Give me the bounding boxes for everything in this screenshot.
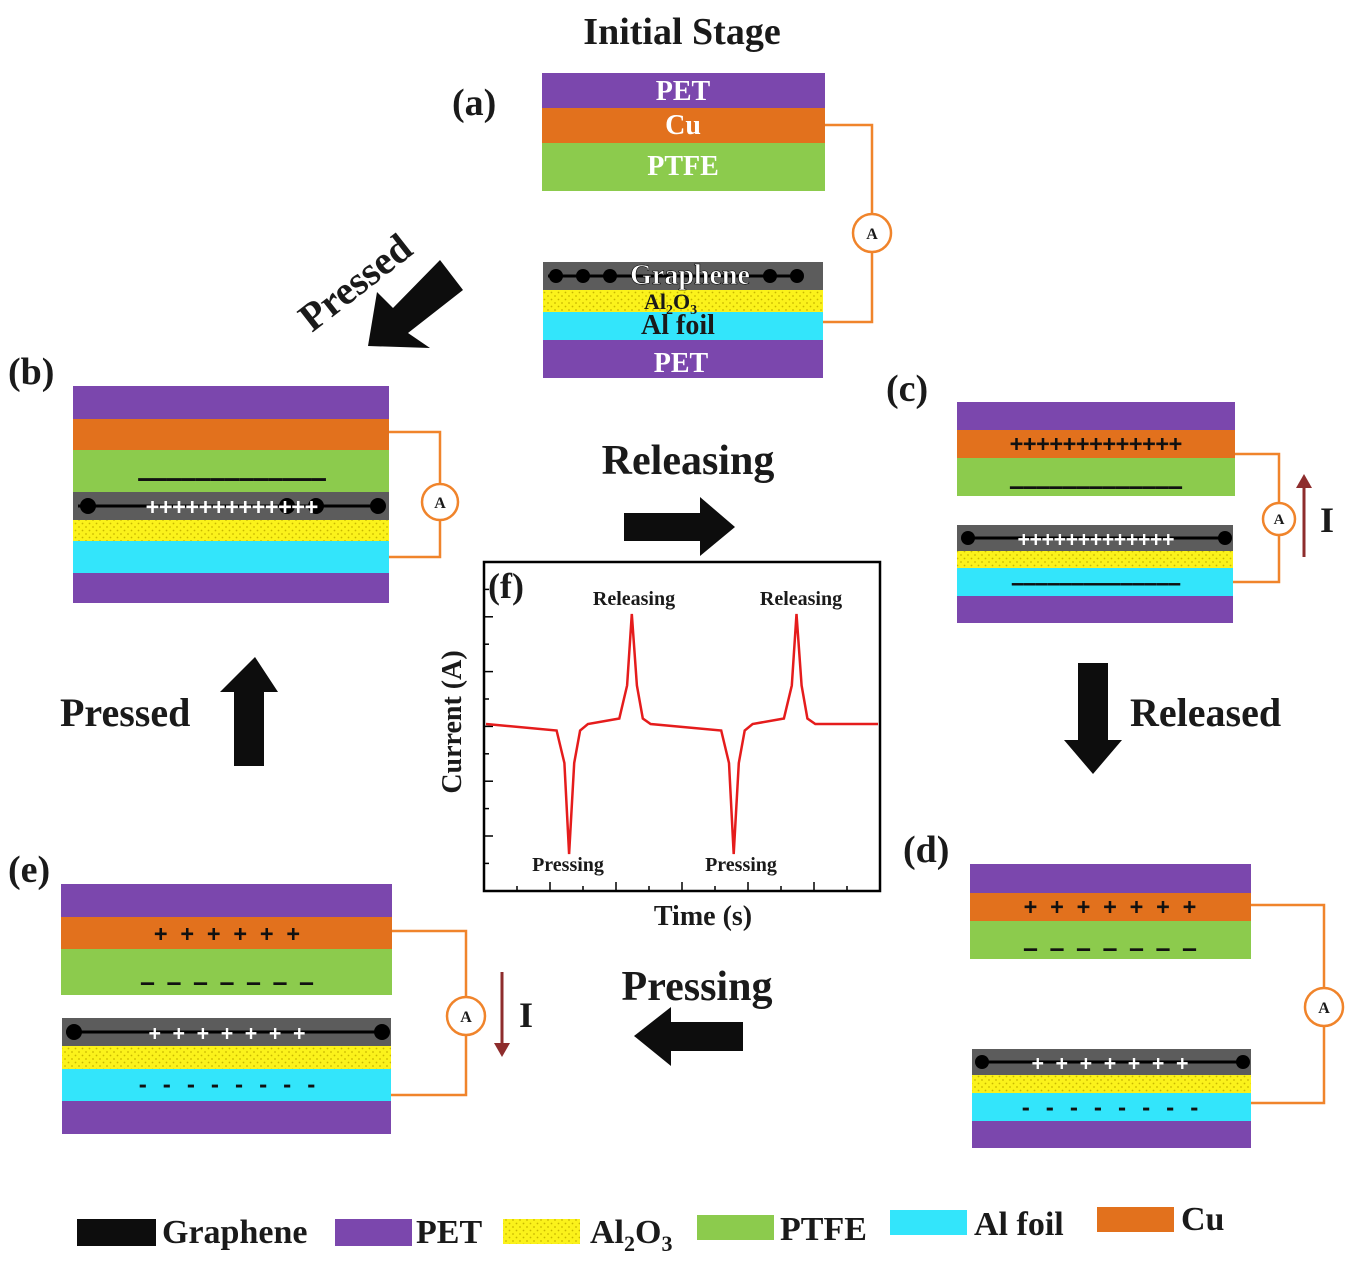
panel-label-b: (b) bbox=[8, 351, 54, 393]
legend: Graphene PET Al2O3 PTFE Al foil Cu bbox=[77, 1201, 1224, 1256]
arrow-pressing-left bbox=[634, 1007, 743, 1066]
charges-d-graphene: + + + + + + + bbox=[1032, 1051, 1189, 1075]
legend-swatch-ptfe bbox=[697, 1215, 774, 1240]
panel-c-device bbox=[957, 402, 1235, 623]
ammeter-e: A bbox=[460, 1009, 472, 1026]
current-arrow-e bbox=[494, 972, 510, 1057]
legend-swatch-al-foil bbox=[890, 1210, 967, 1235]
current-arrow-c bbox=[1296, 474, 1312, 557]
label-cu: Cu bbox=[665, 110, 701, 141]
step-released: Released bbox=[1130, 690, 1281, 735]
current-label-e: I bbox=[519, 995, 533, 1035]
arrow-released-down bbox=[1064, 663, 1122, 774]
annotation-pressing-2: Pressing bbox=[705, 854, 777, 876]
panel-e-device bbox=[61, 884, 392, 1134]
chart-ticks bbox=[484, 588, 848, 891]
charges-e-graphene: + + + + + + + bbox=[149, 1021, 306, 1045]
panel-label-c: (c) bbox=[886, 368, 928, 410]
layer-pet-bottom bbox=[543, 340, 823, 378]
panel-label-f: (f) bbox=[488, 566, 524, 606]
panel-b-circuit bbox=[389, 430, 460, 559]
layer-al-foil bbox=[543, 312, 823, 340]
arrow-pressed-diagonal bbox=[368, 260, 463, 348]
charges-e-ptfe: – – – – – – – bbox=[141, 971, 314, 996]
charges-d-ptfe: – – – – – – – bbox=[1024, 937, 1197, 962]
charges-d-cu: + + + + + + + bbox=[1024, 895, 1196, 920]
panel-label-e: (e) bbox=[8, 849, 50, 891]
ammeter-a: A bbox=[866, 226, 878, 243]
label-pet-bottom: PET bbox=[654, 348, 709, 379]
legend-swatch-al2o3 bbox=[503, 1219, 580, 1244]
panel-d-circuit bbox=[1251, 903, 1345, 1105]
y-axis-label: Current (A) bbox=[437, 650, 468, 793]
panel-a-device: PET Cu PTFE Graphene Al2O3 Al foil PET bbox=[542, 73, 825, 379]
ammeter-b: A bbox=[434, 495, 446, 512]
annotation-pressing-1: Pressing bbox=[532, 854, 604, 876]
charges-b-ptfe: ––––––––––––– bbox=[138, 464, 326, 492]
charges-c-al: –––––––––––––– bbox=[1012, 571, 1182, 595]
annotation-releasing-1: Releasing bbox=[593, 588, 675, 610]
charges-e-al: - - - - - - - - bbox=[137, 1073, 318, 1097]
step-releasing: Releasing bbox=[602, 438, 775, 484]
layer-cu bbox=[542, 108, 825, 143]
legend-label-al2o3: Al2O3 bbox=[590, 1214, 672, 1256]
charges-d-al: - - - - - - - - bbox=[1020, 1096, 1201, 1120]
charges-c-ptfe: ––––––––––––– bbox=[1010, 475, 1183, 500]
charges-b-graphene: +++++++++++++ bbox=[146, 495, 318, 520]
panel-label-a: (a) bbox=[452, 82, 496, 124]
legend-label-al-foil: Al foil bbox=[974, 1206, 1064, 1243]
legend-swatch-cu bbox=[1097, 1207, 1174, 1232]
label-graphene: Graphene bbox=[630, 260, 750, 291]
arrow-pressed-up bbox=[220, 657, 278, 766]
charges-c-cu: +++++++++++++ bbox=[1010, 432, 1182, 457]
legend-label-graphene: Graphene bbox=[162, 1214, 307, 1251]
legend-swatch-pet bbox=[335, 1219, 412, 1246]
current-label-c: I bbox=[1320, 500, 1334, 540]
label-ptfe: PTFE bbox=[647, 151, 719, 182]
ammeter-d: A bbox=[1318, 1000, 1330, 1017]
panel-b-device bbox=[73, 386, 389, 603]
panel-label-d: (d) bbox=[903, 829, 949, 871]
label-al2o3: Al2O3 bbox=[644, 289, 697, 318]
layer-ptfe bbox=[542, 143, 825, 191]
layer-pet-top bbox=[542, 73, 825, 108]
panel-a-circuit bbox=[823, 123, 893, 324]
series-current-line bbox=[485, 613, 878, 855]
layer-al2o3 bbox=[543, 290, 823, 312]
label-pet-top: PET bbox=[656, 76, 711, 107]
charges-c-graphene: +++++++++++++ bbox=[1018, 527, 1175, 551]
ammeter-c: A bbox=[1274, 512, 1285, 528]
label-al-foil: Al foil bbox=[641, 310, 715, 341]
arrow-releasing-right bbox=[624, 497, 735, 556]
x-axis-label: Time (s) bbox=[654, 901, 752, 932]
annotation-releasing-2: Releasing bbox=[760, 588, 842, 610]
legend-label-ptfe: PTFE bbox=[780, 1211, 867, 1248]
charges-e-cu: + + + + + + bbox=[154, 922, 300, 947]
legend-swatch-graphene bbox=[77, 1219, 156, 1246]
step-pressing: Pressing bbox=[622, 964, 773, 1010]
step-pressed-left: Pressed bbox=[60, 690, 190, 735]
title: Initial Stage bbox=[583, 11, 780, 53]
chart-f: (f) Releasing Releasing Pressing Pressin… bbox=[437, 560, 882, 932]
panel-e-circuit bbox=[391, 929, 487, 1097]
legend-label-pet: PET bbox=[416, 1214, 482, 1251]
panel-c-circuit bbox=[1233, 452, 1297, 584]
panel-d-device bbox=[970, 864, 1251, 1148]
legend-label-cu: Cu bbox=[1181, 1201, 1224, 1238]
